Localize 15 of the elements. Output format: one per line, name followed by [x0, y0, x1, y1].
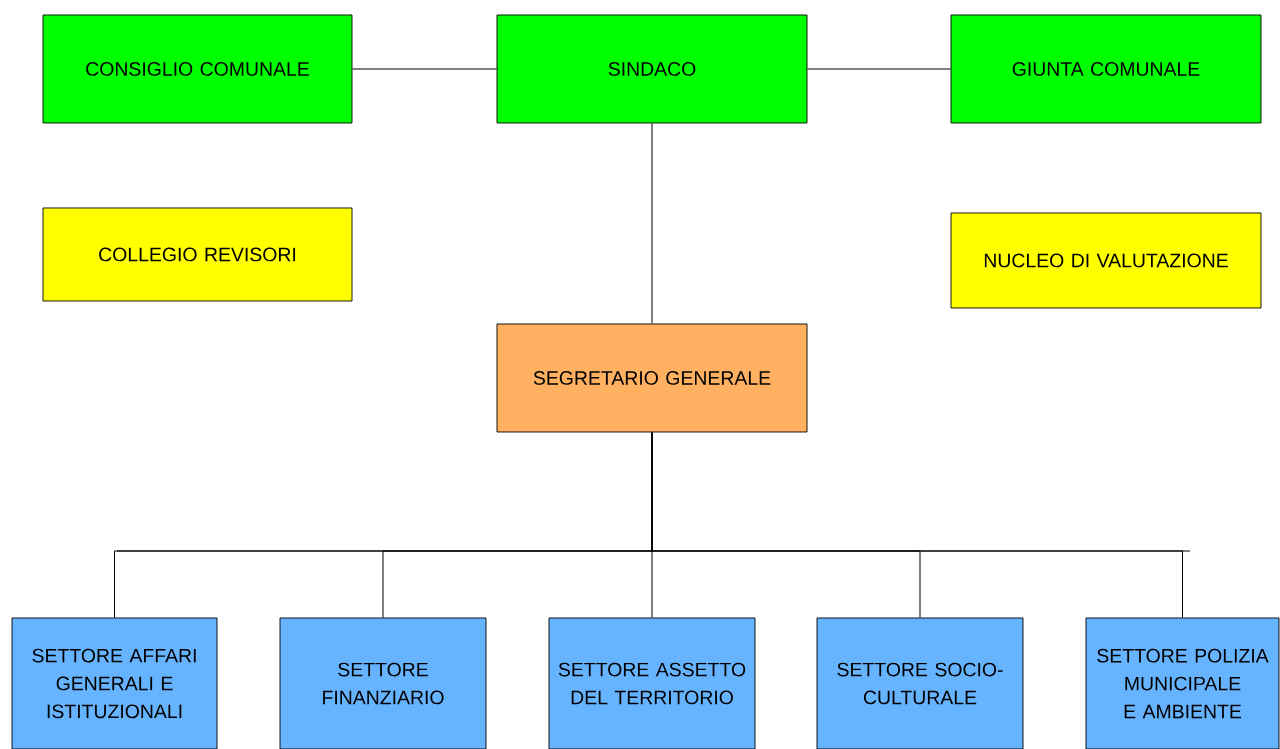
connector-line [651, 122, 653, 325]
organ-box: GIUNTA COMUNALE [950, 14, 1262, 124]
department-box: SETTORE AFFARI GENERALI E ISTITUZIONALI [11, 617, 218, 749]
organ-box: CONSIGLIO COMUNALE [42, 14, 353, 124]
department-box: SETTORE POLIZIA MUNICIPALE E AMBIENTE [1085, 617, 1280, 749]
control-box: COLLEGIO REVISORI [42, 207, 353, 302]
organ-box: SINDACO [496, 14, 808, 124]
connector-line [351, 68, 498, 70]
department-box: SETTORE FINANZIARIO [279, 617, 487, 749]
connector-line [651, 431, 1183, 619]
secretary-box: SEGRETARIO GENERALE [496, 323, 808, 433]
control-box: NUCLEO DI VALUTAZIONE [950, 212, 1262, 309]
department-box: SETTORE ASSETTO DEL TERRITORIO [548, 617, 756, 749]
connector-line [806, 68, 952, 70]
department-box: SETTORE SOCIO-CULTURALE [816, 617, 1024, 749]
